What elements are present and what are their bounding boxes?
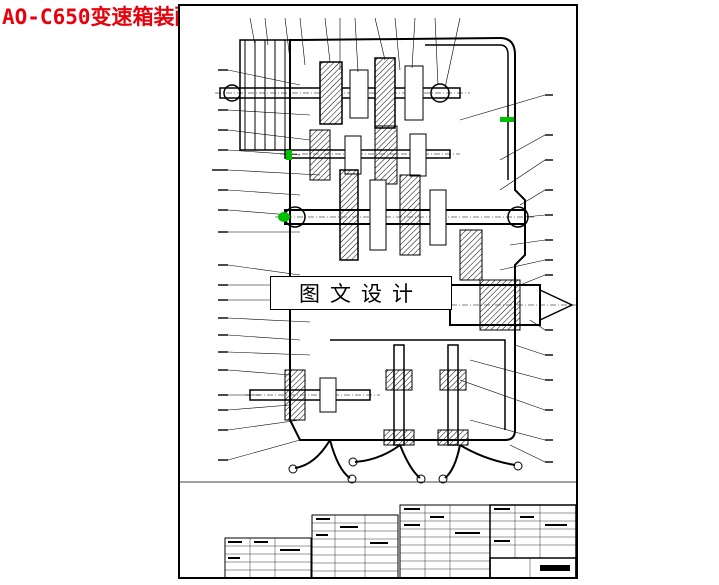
title-block	[489, 557, 577, 579]
gear-mid-4	[409, 133, 427, 177]
gear-mid-1	[309, 129, 331, 181]
gear-main-2	[369, 179, 387, 251]
highlight-mark-1	[500, 117, 514, 122]
gear-main-1	[339, 169, 359, 261]
gear-mid-3	[374, 125, 398, 185]
gear-lower-1	[284, 369, 306, 421]
gear-lower-2	[319, 377, 337, 413]
bearing-top-left	[223, 84, 241, 102]
housing-lower-wall	[330, 339, 506, 430]
watermark-label: 图文设计	[270, 276, 452, 310]
gear-mid-2	[344, 135, 362, 175]
gear-main-4	[429, 189, 447, 246]
housing-outline	[289, 36, 526, 441]
handle-middle	[354, 444, 421, 479]
gear-top-2	[349, 69, 369, 119]
highlight-mark-3	[278, 212, 290, 222]
gear-main-5	[459, 229, 483, 281]
gear-main-3	[399, 174, 421, 256]
parts-list-1	[224, 537, 312, 579]
parts-list-3	[399, 504, 491, 579]
handle-right	[444, 444, 516, 479]
handle-left	[294, 439, 351, 479]
gear-top-4	[404, 65, 424, 121]
highlight-mark-2	[286, 150, 292, 160]
parts-list-2	[311, 514, 399, 579]
housing-inner-wall	[425, 44, 509, 180]
bearing-top-right	[430, 83, 450, 103]
